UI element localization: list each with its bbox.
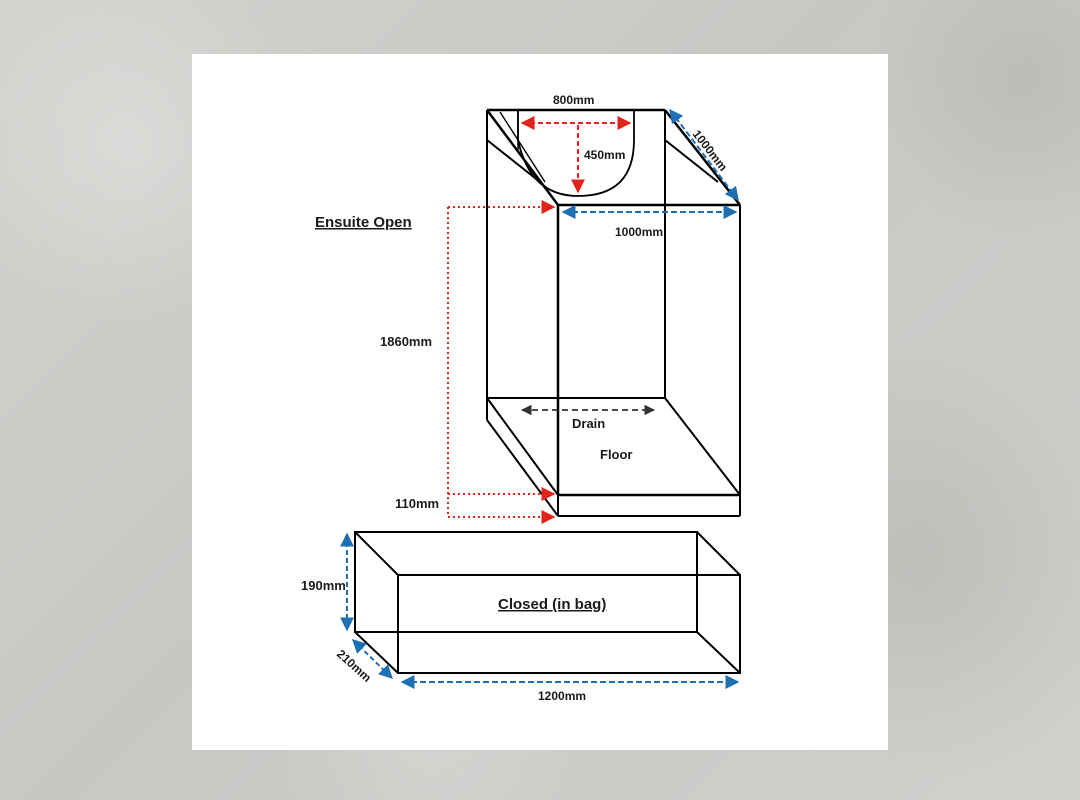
drain-label: Drain bbox=[572, 416, 605, 431]
closed-title: Closed (in bag) bbox=[498, 596, 606, 613]
bag-height-label: 190mm bbox=[301, 578, 346, 593]
open-title: Ensuite Open bbox=[315, 214, 412, 231]
door-depth-label: 450mm bbox=[584, 148, 625, 162]
depth-1000-dimension bbox=[669, 108, 739, 202]
floor-label: Floor bbox=[600, 447, 633, 462]
door-opening-outline bbox=[517, 110, 635, 197]
floor-height-label: 110mm bbox=[395, 496, 439, 511]
open-ensuite-frame bbox=[485, 108, 741, 497]
front-width-label: 1000mm bbox=[615, 225, 663, 239]
height-label: 1860mm bbox=[380, 334, 432, 349]
bag-depth-dimension bbox=[351, 639, 394, 679]
top-width-label: 800mm bbox=[553, 93, 594, 107]
diagram-panel bbox=[192, 54, 888, 750]
bag-depth-label: 210mm bbox=[334, 647, 374, 685]
bag-length-label: 1200mm bbox=[538, 689, 586, 703]
floor-tray bbox=[486, 397, 741, 517]
height-1860-dimension bbox=[447, 200, 556, 524]
